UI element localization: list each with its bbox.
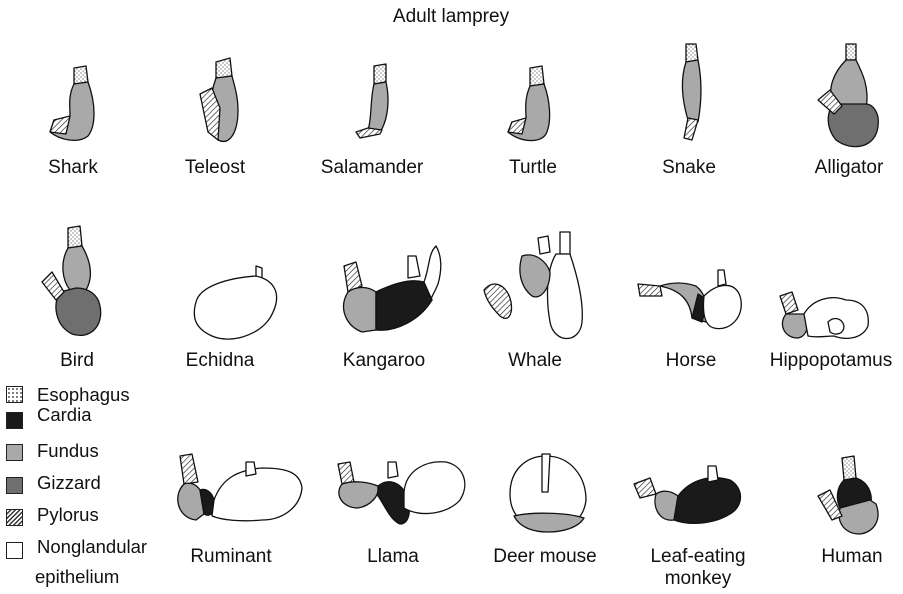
legend-label-pylorus: Pylorus [37, 504, 99, 526]
whale-stomach [484, 232, 582, 339]
label-horse: Horse [666, 350, 717, 372]
bird-stomach [42, 226, 101, 335]
turtle-stomach [508, 66, 550, 141]
legend-label-fundus: Fundus [37, 440, 99, 462]
nonglandular-swatch [6, 542, 23, 559]
label-teleost: Teleost [185, 157, 245, 179]
label-hippopotamus: Hippopotamus [770, 350, 893, 372]
label-alligator: Alligator [815, 157, 884, 179]
label-leaf-eating-line2: monkey [665, 568, 732, 589]
label-echidna: Echidna [186, 350, 255, 372]
salamander-stomach [356, 64, 388, 138]
llama-stomach [338, 462, 465, 524]
pylorus-swatch [6, 509, 23, 526]
label-llama: Llama [367, 546, 419, 568]
legend-label-epithelium: epithelium [35, 566, 119, 588]
label-leaf-eating-line1: Leaf-eating [650, 546, 745, 567]
echidna-stomach [194, 266, 276, 339]
label-shark: Shark [48, 157, 98, 179]
human-stomach [818, 456, 878, 534]
label-snake: Snake [662, 157, 716, 179]
label-whale: Whale [508, 350, 562, 372]
alligator-stomach [818, 44, 878, 147]
label-kangaroo: Kangaroo [343, 350, 425, 372]
legend-label-esophagus: Esophagus [37, 384, 130, 406]
esophagus-swatch [6, 386, 23, 403]
leaf-eating-monkey-stomach [634, 466, 741, 523]
gizzard-swatch [6, 477, 23, 494]
shark-stomach [50, 66, 94, 140]
label-salamander: Salamander [321, 157, 423, 179]
hippopotamus-stomach [780, 292, 868, 338]
legend-label-cardia: Cardia [37, 404, 92, 426]
legend-label-nonglandular: Nonglandular [37, 536, 147, 558]
teleost-stomach [200, 58, 238, 141]
label-deer-mouse: Deer mouse [493, 546, 597, 568]
deer-mouse-stomach [510, 454, 586, 532]
snake-stomach [682, 44, 701, 140]
label-human: Human [821, 546, 882, 568]
label-ruminant: Ruminant [190, 546, 271, 568]
fundus-swatch [6, 444, 23, 461]
label-turtle: Turtle [509, 157, 557, 179]
horse-stomach [638, 270, 741, 329]
cardia-swatch [6, 412, 23, 429]
label-bird: Bird [60, 350, 94, 372]
ruminant-stomach [178, 454, 302, 521]
label-leaf-eating-monkey: Leaf-eating monkey [650, 546, 745, 590]
legend-label-gizzard: Gizzard [37, 472, 101, 494]
kangaroo-stomach [344, 246, 441, 332]
